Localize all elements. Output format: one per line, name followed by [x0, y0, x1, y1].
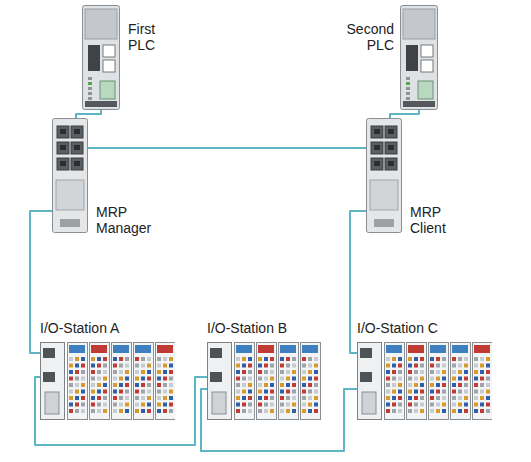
device-label: MRP Client [410, 204, 480, 236]
io-station: I/O-Station C [357, 342, 492, 420]
switch-illustration [52, 118, 88, 233]
network-cable [390, 110, 419, 118]
device-label: Second PLC [338, 21, 394, 53]
station-illustration [40, 342, 175, 420]
plc-illustration [400, 5, 438, 110]
network-cable [76, 110, 101, 118]
device-label: I/O-Station C [357, 320, 492, 336]
station-illustration [357, 342, 492, 420]
device-label: I/O-Station A [40, 320, 175, 336]
device-label: I/O-Station B [207, 320, 332, 336]
device-label: First PLC [128, 21, 178, 53]
network-switch: MRP Client [366, 118, 402, 233]
io-station: I/O-Station B [207, 342, 322, 420]
station-illustration [207, 342, 322, 420]
plc-device: Second PLC [400, 5, 438, 110]
network-switch: MRP Manager [52, 118, 88, 233]
switch-illustration [366, 118, 402, 233]
network-cable [88, 147, 366, 149]
device-label: MRP Manager [96, 204, 176, 236]
io-station: I/O-Station A [40, 342, 175, 420]
plc-device: First PLC [82, 5, 120, 110]
plc-illustration [82, 5, 120, 110]
